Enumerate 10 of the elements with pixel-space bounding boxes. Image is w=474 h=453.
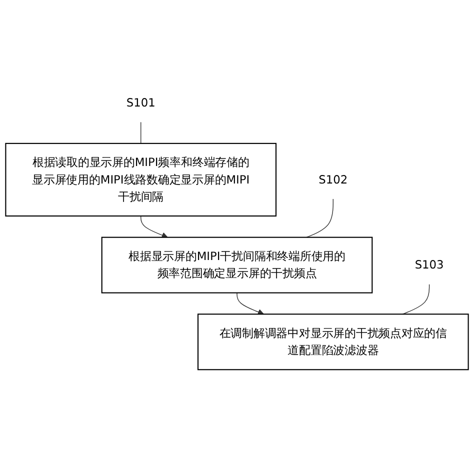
node-box: 根据显示屏的MIPI干扰间隔和终端所使用的频率范围确定显示屏的干扰频点 <box>101 236 373 294</box>
node-text: S102 <box>318 172 348 186</box>
node-text: S103 <box>414 258 444 272</box>
node-text: S101 <box>126 96 156 110</box>
node-box: 根据读取的显示屏的MIPI频率和终端存储的显示屏使用的MIPI线路数确定显示屏的MIPI干扰间隔 <box>5 142 277 216</box>
arrow <box>236 292 264 315</box>
node-box: 在调制解调器中对显示屏的干扰频点对应的信道配置陷波滤波器 <box>197 313 469 370</box>
arrow <box>140 215 168 238</box>
connector <box>140 122 142 144</box>
connector <box>306 198 334 238</box>
